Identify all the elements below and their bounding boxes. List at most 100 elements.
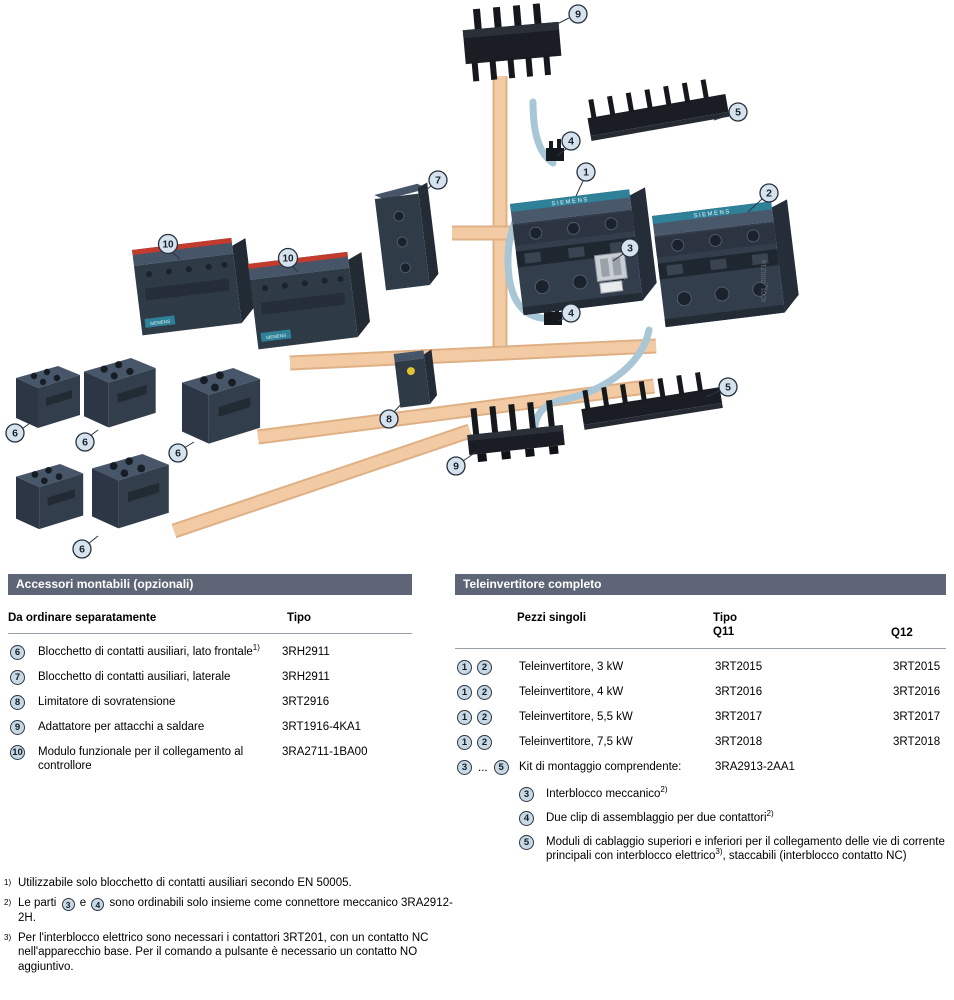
row-type: 3RA2711-1BA00 [282, 746, 368, 758]
function-module-1 [132, 236, 256, 336]
callout-3: 3 [612, 238, 640, 262]
callout-2: 2 [747, 183, 779, 213]
solder-adapter-top [462, 3, 562, 82]
contactor-q12 [651, 198, 802, 328]
callout-6: 6 [10, 645, 25, 660]
callout-3: 3 [519, 787, 534, 802]
row-type-q12: 3RT2017 [893, 711, 941, 723]
row-label: Teleinvertitore, 7,5 kW [519, 736, 633, 748]
callout-1: 1 [457, 710, 472, 725]
callout-1: 1 [575, 162, 596, 197]
control-wire-3 [531, 326, 653, 430]
footnotes: 1) Utilizzabile solo blocchetto di conta… [4, 876, 456, 979]
surge-suppressor [393, 349, 438, 408]
svg-text:5: 5 [725, 382, 731, 394]
front-aux-contact-block-4 [16, 464, 84, 530]
row-type-q11: 3RT2015 [715, 661, 763, 673]
footnote-ref: 1) [252, 643, 260, 653]
callout-5: 5 [493, 760, 509, 775]
table-row: 10 Modulo funzionale per il collegamento… [8, 745, 412, 773]
row-label: Blocchetto di contatti ausiliari, lato f… [38, 643, 260, 658]
footnote-marker: 3) [4, 932, 12, 942]
row-type-q11: 3RA2913-2AA1 [715, 761, 795, 773]
callout-8: 8 [10, 695, 25, 710]
svg-text:9: 9 [575, 9, 581, 21]
callout-10-a: 10 [157, 233, 181, 260]
callout-2: 2 [477, 710, 492, 725]
callout-2: 2 [477, 685, 492, 700]
table-row: 7 Blocchetto di contatti ausiliari, late… [8, 670, 412, 685]
table-row: 8 Limitatore di sovratensione 3RT2916 [8, 695, 412, 710]
list-item: 5 Moduli di cablaggio superiori e inferi… [519, 835, 946, 863]
front-aux-contact-block-3 [182, 368, 261, 444]
svg-text:10: 10 [162, 240, 174, 251]
row-label: Kit di montaggio comprendente: [519, 761, 682, 773]
svg-text:5: 5 [735, 107, 741, 119]
control-wire-2 [504, 204, 560, 322]
row-type: 3RH2911 [282, 646, 330, 658]
col-tipo-q11: Tipo Q11 [713, 612, 738, 638]
footnote-3: 3) Per l'interblocco elettrico sono nece… [4, 931, 456, 975]
callout-5: 5 [519, 835, 534, 850]
footnote-2: 2) Le parti 3 e 4 sono ordinabili solo i… [4, 896, 456, 926]
callout-5-bottom: 5 [705, 377, 738, 398]
figure-code: IC01_00021a [761, 260, 768, 302]
callout-1: 1 [457, 735, 472, 750]
wiring-module-top [587, 79, 730, 141]
callout-9: 9 [10, 720, 25, 735]
callout-3: 3 [61, 898, 75, 912]
kit-contents-list: 3 Interblocco meccanico2) 4 Due clip di … [519, 786, 946, 863]
callout-10-b: 10 [277, 247, 299, 273]
callout-10: 10 [10, 745, 25, 760]
accessories-table-header: Da ordinare separatamente Tipo [8, 611, 412, 634]
callout-7: 7 [10, 670, 25, 685]
callout-4-top: 4 [556, 131, 581, 157]
row-type-q11: 3RT2017 [715, 711, 763, 723]
callout-9-bottom: 9 [446, 451, 477, 476]
svg-text:4: 4 [568, 136, 574, 148]
callout-6-c: 6 [168, 441, 195, 463]
callout-3: 3 [457, 760, 472, 775]
row-label: Adattatore per attacchi a saldare [38, 721, 205, 733]
wiring-module-bottom [581, 372, 723, 430]
solder-adapter-bottom [467, 400, 565, 463]
svg-text:9: 9 [453, 461, 459, 473]
callout-4: 4 [91, 898, 105, 912]
row-label: Teleinvertitore, 5,5 kW [519, 711, 633, 723]
svg-text:6: 6 [12, 428, 18, 440]
callout-1: 1 [457, 660, 472, 675]
callout-2: 2 [477, 660, 492, 675]
callout-4: 4 [519, 811, 534, 826]
mechanical-interlock [593, 251, 628, 294]
footnote-marker: 2) [4, 897, 12, 907]
table-row: 6 Blocchetto di contatti ausiliari, lato… [8, 643, 412, 660]
row-type-q11: 3RT2016 [715, 686, 763, 698]
svg-text:7: 7 [435, 175, 441, 187]
svg-text:4: 4 [568, 308, 574, 320]
inverter-table-header: Pezzi singoli Tipo Q11 Q12 [455, 611, 946, 649]
row-label: Limitatore di sovratensione [38, 696, 176, 708]
row-type: 3RT2916 [282, 696, 330, 708]
table-row: 9 Adattatore per attacchi a saldare 3RT1… [8, 720, 412, 735]
list-item: 4 Due clip di assemblaggio per due conta… [519, 810, 946, 826]
footnote-text: Utilizzabile solo blocchetto di contatti… [18, 877, 352, 889]
wiring-ribbon-a [289, 338, 657, 371]
row-label: Modulo funzionale per il collegamento al… [38, 746, 244, 772]
svg-text:6: 6 [79, 544, 85, 556]
exploded-view-illustration: SIEMENS [5, 3, 802, 559]
row-label: Teleinvertitore, 4 kW [519, 686, 624, 698]
callout-6-d: 6 [72, 535, 99, 559]
row-type: 3RH2911 [282, 671, 330, 683]
svg-text:6: 6 [82, 437, 88, 449]
row-type-q12: 3RT2015 [893, 661, 941, 673]
svg-text:3: 3 [627, 243, 633, 255]
footnote-1: 1) Utilizzabile solo blocchetto di conta… [4, 876, 456, 891]
callout-1: 1 [457, 685, 472, 700]
wiring-ribbon-c [171, 423, 473, 539]
accessories-table-title: Accessori montabili (opzionali) [8, 574, 412, 595]
